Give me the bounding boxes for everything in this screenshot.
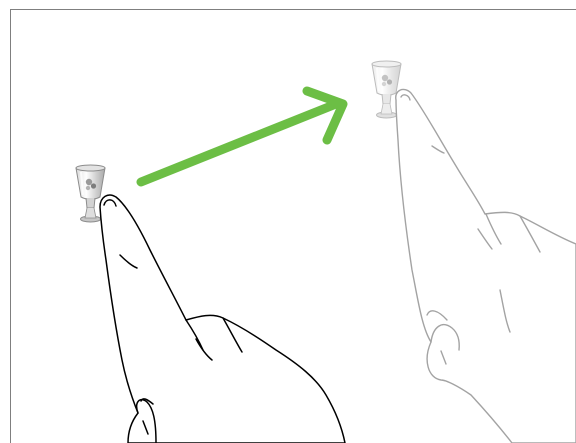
hand-end-position xyxy=(396,89,576,443)
drag-arrow xyxy=(141,91,343,182)
hand-start-position xyxy=(100,195,345,443)
